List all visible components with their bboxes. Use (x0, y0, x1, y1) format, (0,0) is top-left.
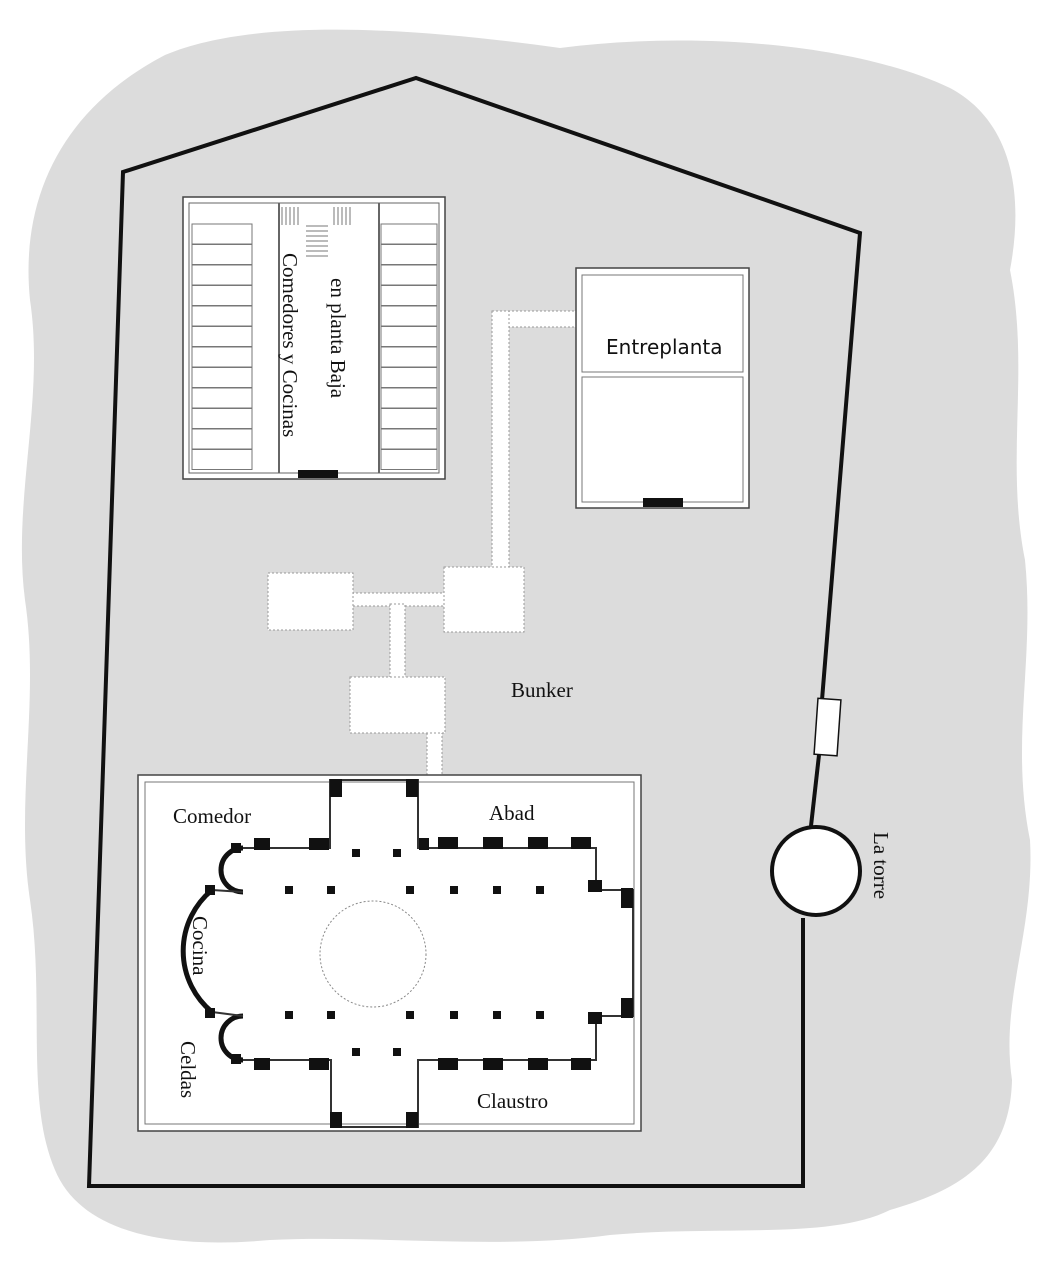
church-complex: Comedor Abad Cocina Celdas Claustro (137, 774, 642, 1132)
comedores-building: en planta Baja Comedores y Cocinas (182, 196, 446, 480)
torre-label: La torre (869, 832, 893, 899)
tunnel-segment (389, 603, 406, 679)
comedores-label-line2: Comedores y Cocinas (278, 253, 302, 437)
dome-outline (319, 900, 427, 1008)
comedor-label: Comedor (173, 804, 251, 828)
wall-gate (813, 697, 842, 757)
stall-grid (380, 223, 438, 470)
comedores-label-line1: en planta Baja (326, 278, 350, 399)
perimeter-wall-segment (809, 754, 821, 827)
tunnel-segment (426, 730, 443, 779)
staircase (281, 207, 351, 257)
church-walls (211, 779, 634, 1128)
stall-cell (191, 449, 253, 470)
apse-wall (180, 888, 214, 1014)
entreplanta-building: Entreplanta (575, 267, 750, 509)
stall-grid (191, 223, 253, 470)
pier-blocks (205, 779, 633, 1128)
perimeter-wall (86, 75, 863, 1188)
stall-cell (380, 449, 438, 470)
bunker-chamber (443, 566, 525, 633)
door (643, 498, 683, 507)
entreplanta-label: Entreplanta (606, 335, 723, 359)
cocina-label: Cocina (188, 916, 212, 976)
abad-label: Abad (489, 801, 535, 825)
claustro-label: Claustro (477, 1089, 548, 1113)
door (298, 470, 338, 478)
tower-circle (770, 825, 862, 917)
bunker-label: Bunker (511, 678, 573, 702)
bunker-chamber (267, 572, 354, 631)
columns (285, 849, 544, 1056)
bunker-chamber (349, 676, 446, 734)
celdas-label: Celdas (176, 1041, 200, 1098)
tunnel-segment (491, 310, 510, 570)
